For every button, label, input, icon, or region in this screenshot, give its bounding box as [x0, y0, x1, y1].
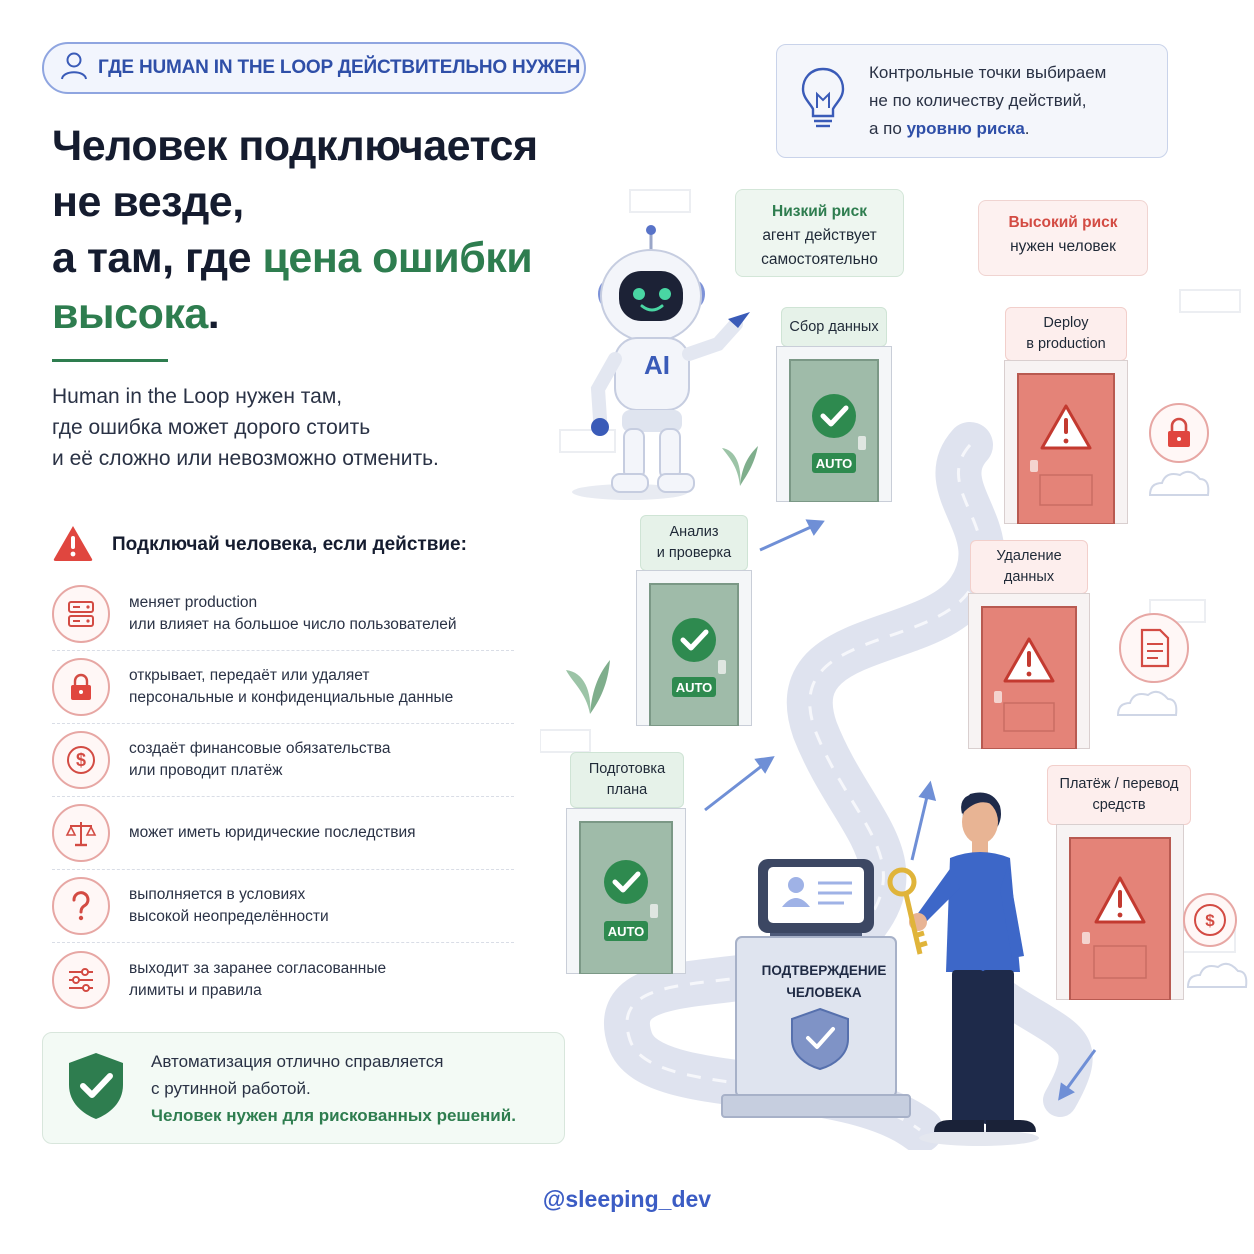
page-subtitle: Human in the Loop нужен там, где ошибка … — [52, 385, 439, 470]
door-risk-deploy[interactable] — [1004, 360, 1128, 524]
summary-box: Автоматизация отлично справляется с рути… — [42, 1032, 565, 1144]
door-label-deletion: Удаление данных — [970, 540, 1088, 594]
lock-icon — [52, 658, 110, 716]
svg-text:$: $ — [76, 750, 86, 770]
door-risk-payment[interactable] — [1056, 824, 1184, 1000]
title-divider — [52, 359, 168, 362]
document-icon — [1119, 613, 1189, 683]
door-label-analysis: Анализ и проверка — [640, 515, 748, 571]
page-title: Человек подключается не везде, а там, гд… — [52, 122, 538, 338]
tip-box: Контрольные точки выбираем не по количес… — [776, 44, 1168, 158]
user-icon — [60, 51, 88, 86]
door-label-data-collection: Сбор данных — [781, 307, 887, 347]
flow-arrows — [704, 519, 1097, 1101]
door-label-planning: Подготовка плана — [570, 752, 684, 808]
criteria-heading: Подключай человека, если действие: — [52, 524, 522, 566]
human-checkpoint-kiosk[interactable] — [720, 855, 912, 1120]
plant-icon — [722, 446, 758, 486]
lightbulb-icon — [799, 66, 847, 137]
human-illustration — [887, 792, 1039, 1146]
shield-check-icon — [65, 1051, 127, 1126]
high-risk-box: Высокий риск нужен человек — [978, 200, 1148, 276]
sliders-icon — [52, 950, 110, 1009]
question-icon — [52, 877, 110, 935]
lock-icon — [1149, 403, 1209, 463]
door-label-payment: Платёж / перевод средств — [1047, 765, 1191, 825]
author-signature: @sleeping_dev — [542, 1186, 712, 1212]
svg-text:AUTO: AUTO — [816, 456, 853, 471]
brick-pattern — [540, 189, 1241, 953]
dollar-icon: $ — [52, 731, 110, 789]
robot-chest-label: AI — [644, 350, 670, 380]
warning-icon — [52, 524, 94, 567]
door-auto-1[interactable]: AUTO — [776, 346, 892, 502]
svg-text:AUTO: AUTO — [608, 924, 645, 939]
dollar-icon: $ — [1183, 893, 1237, 947]
cloud-icons — [1116, 470, 1248, 988]
door-auto-2[interactable]: AUTO — [636, 570, 752, 726]
robot-illustration: AI — [590, 225, 750, 493]
scales-icon — [52, 804, 110, 862]
svg-text:AUTO: AUTO — [676, 680, 713, 695]
low-risk-box: Низкий риск агент действует самостоятель… — [735, 189, 904, 277]
door-auto-3[interactable]: AUTO — [566, 808, 686, 974]
door-label-deploy: Deploy в production — [1005, 307, 1127, 361]
badge-label: ГДЕ HUMAN IN THE LOOP ДЕЙСТВИТЕЛЬНО НУЖЕ… — [98, 57, 581, 78]
checkpoint-label: ПОДТВЕРЖДЕНИЕ ЧЕЛОВЕКА — [761, 963, 887, 1000]
svg-text:$: $ — [1205, 911, 1215, 930]
list-item: может иметь юридические последствия — [52, 797, 514, 870]
section-badge: ГДЕ HUMAN IN THE LOOP ДЕЙСТВИТЕЛЬНО НУЖЕ… — [42, 42, 586, 94]
door-risk-deletion[interactable] — [968, 593, 1090, 749]
server-icon — [52, 585, 110, 643]
plant-icon — [566, 660, 610, 714]
key-icon — [887, 867, 928, 955]
